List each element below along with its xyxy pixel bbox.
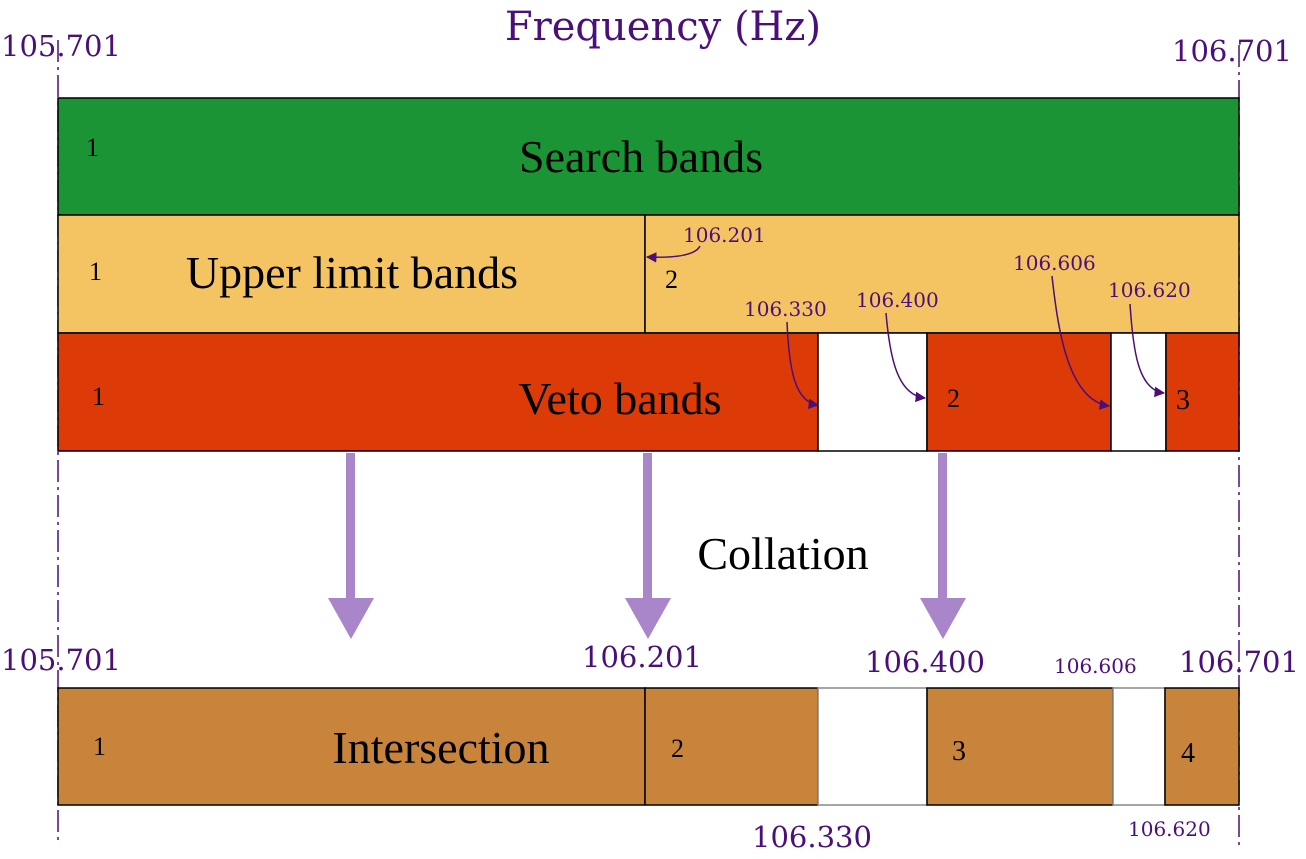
upper-limit-band-2: [644, 214, 1240, 334]
bottom-boundary-106-400-label: 106.400: [865, 645, 985, 679]
bottom-boundary-106-330-label: 106.330: [752, 820, 872, 854]
collation-arrow-2-head: [625, 598, 671, 639]
search-band-1: [57, 97, 1240, 216]
veto-bands-label: Veto bands: [518, 373, 721, 424]
veto-gap-1-start-label: 106.330: [744, 297, 827, 321]
bottom-range-end-label: 106.701: [1179, 645, 1299, 679]
collation-label: Collation: [697, 528, 868, 579]
intersection-band-1-number: 1: [93, 732, 106, 761]
veto-gap-1-end-label: 106.400: [856, 288, 939, 312]
bottom-boundary-106-201-label: 106.201: [582, 640, 702, 674]
veto-gap-2-end-label: 106.620: [1108, 278, 1191, 302]
collation-arrows: [328, 453, 966, 639]
veto-gap-2-end-pointer: [1129, 303, 1166, 398]
frequency-axis-title: Frequency (Hz): [505, 4, 821, 50]
veto-gap-2-start-pointer: [1051, 275, 1111, 410]
upper-limit-band-1-number: 1: [89, 257, 102, 286]
upper-limit-band-1: [57, 214, 646, 334]
collation-arrow-2-shaft: [643, 453, 652, 601]
upper-limit-band-2-number: 2: [665, 265, 678, 294]
collation-arrow-1-shaft: [346, 453, 355, 601]
veto-band-1: [57, 332, 819, 452]
upper-limit-bands-label: Upper limit bands: [186, 247, 518, 298]
veto-gap-1-end-pointer: [885, 312, 927, 403]
veto-band-2-number: 2: [947, 384, 960, 413]
intersection-gap-1: [817, 687, 928, 806]
veto-band-3-number: 3: [1176, 385, 1190, 416]
collation-arrow-3-head: [920, 598, 966, 639]
veto-band-3: [1165, 332, 1240, 452]
intersection-band-2-number: 2: [671, 734, 684, 763]
intersection-band-3: [926, 687, 1114, 806]
collation-arrow-1-head: [328, 598, 374, 639]
upper-limit-split-pointer: [645, 245, 701, 263]
search-band-1-number: 1: [86, 133, 99, 162]
intersection-band-4-number: 4: [1181, 738, 1195, 769]
veto-gap-2-start-label: 106.606: [1013, 251, 1096, 275]
intersection-band-1: [57, 687, 646, 806]
bottom-range-start-label: 105.701: [1, 643, 121, 677]
top-range-start-label: 105.701: [1, 29, 121, 63]
intersection-band-2: [644, 687, 819, 806]
upper-limit-split-label: 106.201: [683, 223, 766, 247]
bottom-boundary-106-620-label: 106.620: [1128, 817, 1211, 841]
veto-band-1-number: 1: [92, 382, 105, 411]
veto-gap-1: [817, 332, 928, 452]
collation-arrow-3-shaft: [938, 453, 947, 601]
intersection-band-3-number: 3: [952, 736, 966, 767]
search-bands-label: Search bands: [519, 131, 763, 182]
intersection-band-4: [1164, 687, 1240, 806]
veto-band-2: [926, 332, 1112, 452]
intersection-label: Intersection: [332, 722, 549, 773]
veto-gap-1-start-pointer: [786, 321, 820, 409]
intersection-gap-2: [1112, 687, 1166, 806]
bottom-boundary-106-606-label: 106.606: [1054, 654, 1137, 678]
top-range-end-label: 106.701: [1172, 34, 1292, 68]
